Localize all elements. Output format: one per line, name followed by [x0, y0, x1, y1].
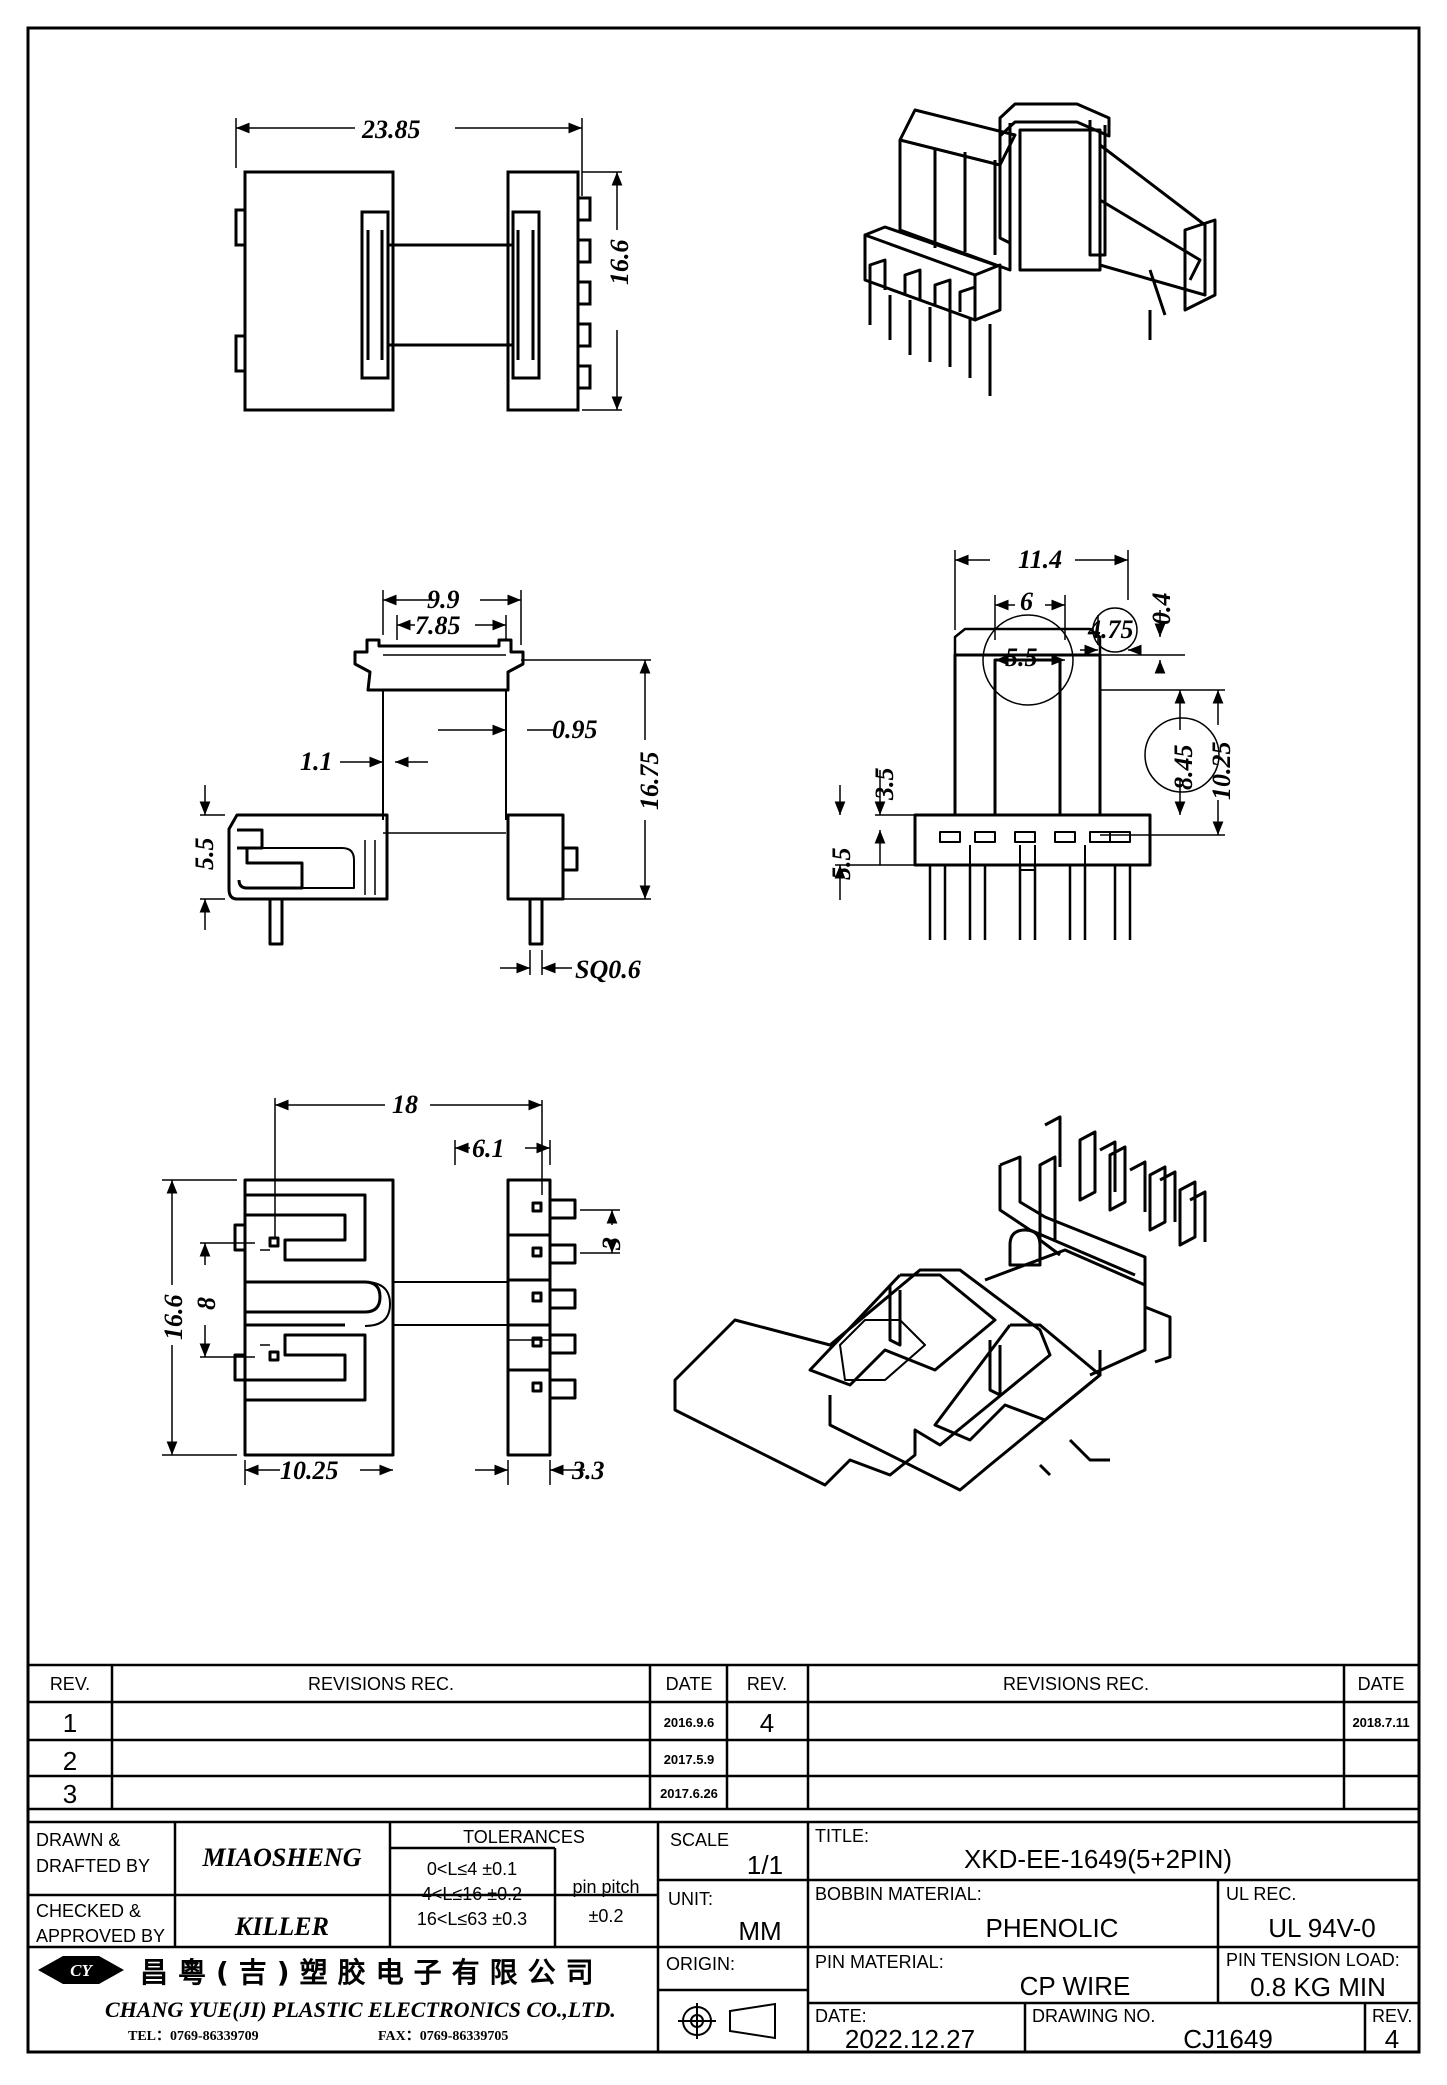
pin-pitch: ±0.2 [589, 1906, 624, 1926]
logo-text: CY [70, 1961, 93, 1980]
scale-label: SCALE [670, 1830, 729, 1850]
unit-label: UNIT: [668, 1889, 713, 1909]
dim-8: 8 [192, 1297, 221, 1310]
dim-0-4: 0.4 [1147, 593, 1176, 626]
drawn-by: MIAOSHENG [202, 1843, 362, 1872]
company-fax: FAX：0769-86339705 [378, 2029, 508, 2044]
pin-tension-label: PIN TENSION LOAD: [1226, 1950, 1400, 1970]
rev-row-3-date: 2017.6.26 [660, 1786, 718, 1801]
dim-1-1: 1.1 [300, 747, 333, 776]
sheet-border [26, 26, 1421, 2054]
dim-10-25-front: 10.25 [1207, 742, 1236, 801]
side-view-dims [199, 590, 651, 975]
bottom-view [233, 1178, 577, 1457]
rev-row-1-date: 2016.9.6 [664, 1715, 715, 1730]
iso-view-bottom [673, 1115, 1207, 1492]
dim-9-9: 9.9 [427, 585, 460, 614]
rev-label: REV. [1372, 2006, 1412, 2026]
tolerance-2: 4<L≤16 ±0.2 [422, 1884, 522, 1904]
dim-3: 3 [597, 1237, 626, 1251]
dim-11-4: 11.4 [1018, 545, 1062, 574]
dim-10-25-bottom: 10.25 [280, 1456, 339, 1485]
checked-by: KILLER [234, 1912, 329, 1941]
dim-sq0-6: SQ0.6 [575, 955, 641, 984]
dim-6: 6 [1020, 587, 1033, 616]
dim-5-5-front: 5.5 [1005, 643, 1038, 672]
ul-rating: UL 94V-0 [1268, 1913, 1375, 1943]
company-name-cn: 昌粵(吉)塑胶电子有限公司 [140, 1956, 604, 1989]
dim-16-75: 16.75 [635, 752, 664, 811]
tolerances-label: TOLERANCES [463, 1827, 585, 1847]
projection-symbol-icon [678, 2002, 776, 2040]
tolerance-1: 0<L≤4 ±0.1 [427, 1859, 517, 1879]
bobbin-label: BOBBIN MATERIAL: [815, 1884, 982, 1904]
dim-height: 16.6 [605, 240, 634, 286]
dim-5-5-front-left: 5.5 [827, 848, 856, 881]
drawn-label-2: DRAFTED BY [36, 1856, 150, 1876]
rev-row-4-num: 4 [760, 1708, 774, 1738]
dim-3-3: 3.3 [571, 1456, 605, 1485]
company-tel: TEL：0769-86339709 [128, 2029, 259, 2044]
scale-value: 1/1 [747, 1850, 783, 1880]
dim-6-1: 6.1 [472, 1134, 505, 1163]
dim-0-95: 0.95 [552, 715, 598, 744]
side-view [227, 638, 579, 946]
ul-label: UL REC. [1226, 1884, 1296, 1904]
dim-16-6-bottom: 16.6 [159, 1295, 188, 1341]
drawn-label-1: DRAWN & [36, 1830, 120, 1850]
iso-view-top [863, 102, 1217, 396]
rev-row-4-date: 2018.7.11 [1352, 1715, 1409, 1730]
company-logo: CY [38, 1956, 124, 1984]
title-label: TITLE: [815, 1826, 869, 1846]
revision-table [26, 1663, 1421, 1811]
part-title: XKD-EE-1649(5+2PIN) [964, 1844, 1232, 1874]
rev-header-right: REV. [747, 1674, 787, 1694]
pin-pitch-label: pin pitch [572, 1877, 639, 1897]
front-view [913, 627, 1152, 940]
rev-value: 4 [1385, 2024, 1399, 2054]
rev-row-1-num: 1 [63, 1708, 77, 1738]
rev-row-3-num: 3 [63, 1779, 77, 1809]
pin-tension: 0.8 KG MIN [1250, 1972, 1386, 2002]
rev-rec-header-right: REVISIONS REC. [1003, 1674, 1149, 1694]
dim-8-45: 8.45 [1169, 745, 1198, 791]
drawing-date: 2022.12.27 [845, 2024, 975, 2054]
unit-value: MM [738, 1916, 781, 1946]
company-name-en: CHANG YUE(JI) PLASTIC ELECTRONICS CO.,LT… [105, 1997, 616, 2022]
pin-material-label: PIN MATERIAL: [815, 1952, 944, 1972]
rev-row-2-num: 2 [63, 1746, 77, 1776]
rev-date-header-left: DATE [666, 1674, 713, 1694]
rev-rec-header-left: REVISIONS REC. [308, 1674, 454, 1694]
dim-5-5-side: 5.5 [190, 838, 219, 871]
top-view-dims [235, 118, 623, 411]
front-view-dims [834, 550, 1225, 900]
rev-date-header-right: DATE [1358, 1674, 1405, 1694]
tolerance-3: 16<L≤63 ±0.3 [417, 1909, 527, 1929]
top-view [234, 170, 592, 412]
date-label: DATE: [815, 2006, 867, 2026]
drawing-no-label: DRAWING NO. [1032, 2006, 1155, 2026]
dim-width: 23.85 [361, 115, 421, 144]
title-block-grid [26, 1820, 1421, 2054]
rev-row-2-date: 2017.5.9 [664, 1752, 715, 1767]
bottom-view-dims [162, 1098, 620, 1485]
dim-18: 18 [392, 1090, 418, 1119]
dim-3-5: 3.5 [870, 768, 899, 802]
origin-label: ORIGIN: [666, 1954, 735, 1974]
rev-header-left: REV. [50, 1674, 90, 1694]
dim-7-85: 7.85 [415, 611, 461, 640]
checked-label-2: APPROVED BY [36, 1926, 165, 1946]
drawing-no: CJ1649 [1183, 2024, 1273, 2054]
dim-4-75: 4.75 [1087, 615, 1134, 644]
pin-material: CP WIRE [1020, 1971, 1131, 2001]
bobbin-material: PHENOLIC [986, 1913, 1119, 1943]
checked-label-1: CHECKED & [36, 1901, 141, 1921]
